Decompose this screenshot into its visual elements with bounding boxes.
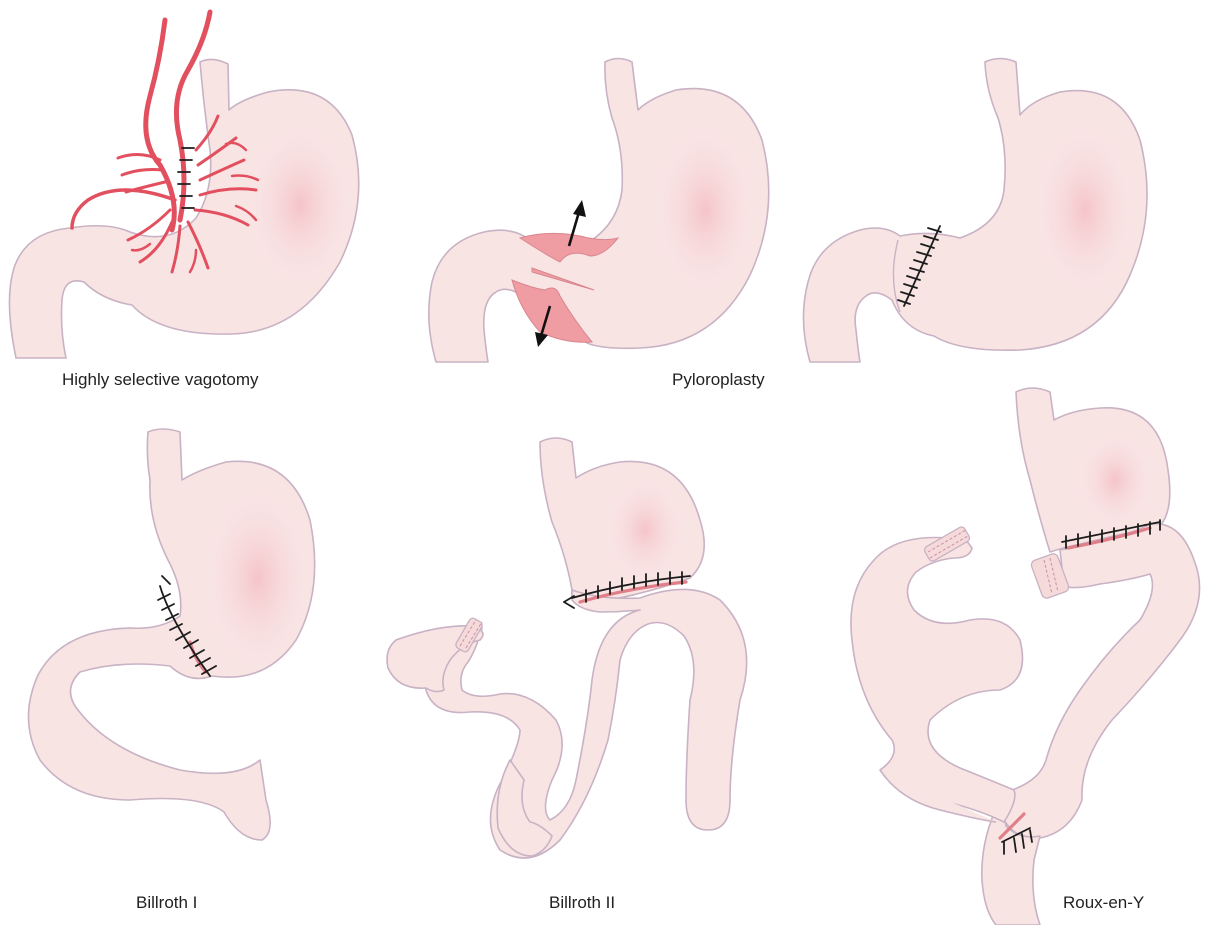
label-pyloroplasty: Pyloroplasty: [672, 370, 765, 390]
roux-biliopancreatic-limb: [851, 538, 1023, 823]
billroth2-jejunal-loop: [387, 589, 747, 858]
label-billroth-ii: Billroth II: [549, 893, 615, 913]
label-highly-selective-vagotomy: Highly selective vagotomy: [62, 370, 259, 390]
pyloroplasty-incision-stomach: [429, 59, 769, 363]
billroth1-stomach: [28, 429, 314, 840]
label-billroth-i: Billroth I: [136, 893, 197, 913]
label-roux-en-y: Roux-en-Y: [1063, 893, 1144, 913]
roux-limb: [982, 524, 1200, 925]
pyloroplasty-closed-stomach: [803, 59, 1147, 363]
